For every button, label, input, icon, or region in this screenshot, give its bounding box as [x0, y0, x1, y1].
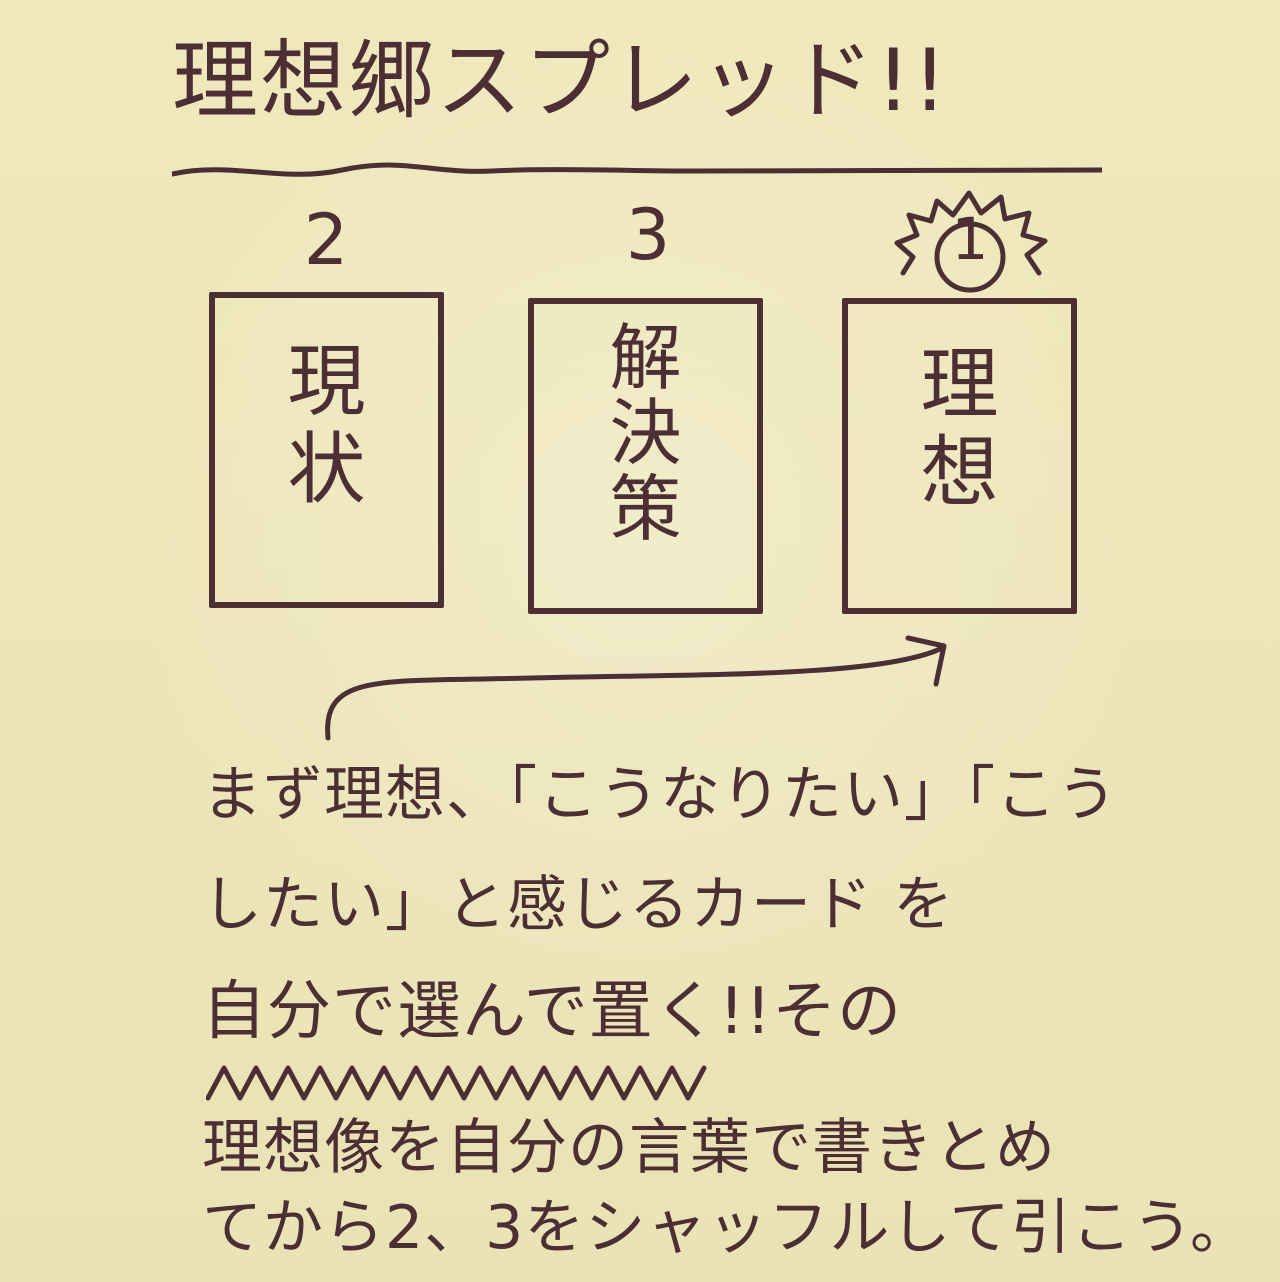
card-number-2: 2 — [303, 199, 349, 281]
title-underline — [172, 162, 1102, 177]
instruction-line-4: 理想像を自分の言葉で書きとめ — [202, 1113, 1056, 1183]
instruction-line-2: したい」と感じるカード を — [202, 870, 955, 940]
instruction-line-1: まず理想、「こうなりたい」「こう — [202, 760, 1118, 830]
card-number-3: 3 — [625, 194, 671, 276]
card-ideal-char-2: 想 — [920, 427, 999, 518]
card-solution-char-1: 解 — [609, 316, 682, 400]
card-current-state-char-1: 現 — [287, 337, 366, 427]
card-current-state: 現 状 — [209, 292, 444, 608]
burst-badge — [894, 190, 1048, 293]
page-title: 理想郷スプレッド!! — [172, 31, 949, 131]
card-ideal-char-1: 理 — [920, 340, 999, 430]
wavy-underline — [206, 1065, 707, 1101]
card-solution-char-3: 策 — [609, 466, 682, 551]
arrow-to-ideal-card — [325, 635, 947, 741]
instruction-line-5: てから2、3をシャッフルして引こう。 — [202, 1193, 1251, 1263]
card-ideal: 理 想 — [842, 298, 1077, 614]
card-solution-char-2: 決 — [609, 391, 682, 476]
card-solution: 解 決 策 — [528, 298, 763, 614]
card-current-state-char-2: 状 — [287, 424, 366, 515]
instruction-line-3: 自分で選んで置く!!その — [202, 975, 903, 1049]
card-number-1: 1 — [951, 205, 989, 273]
